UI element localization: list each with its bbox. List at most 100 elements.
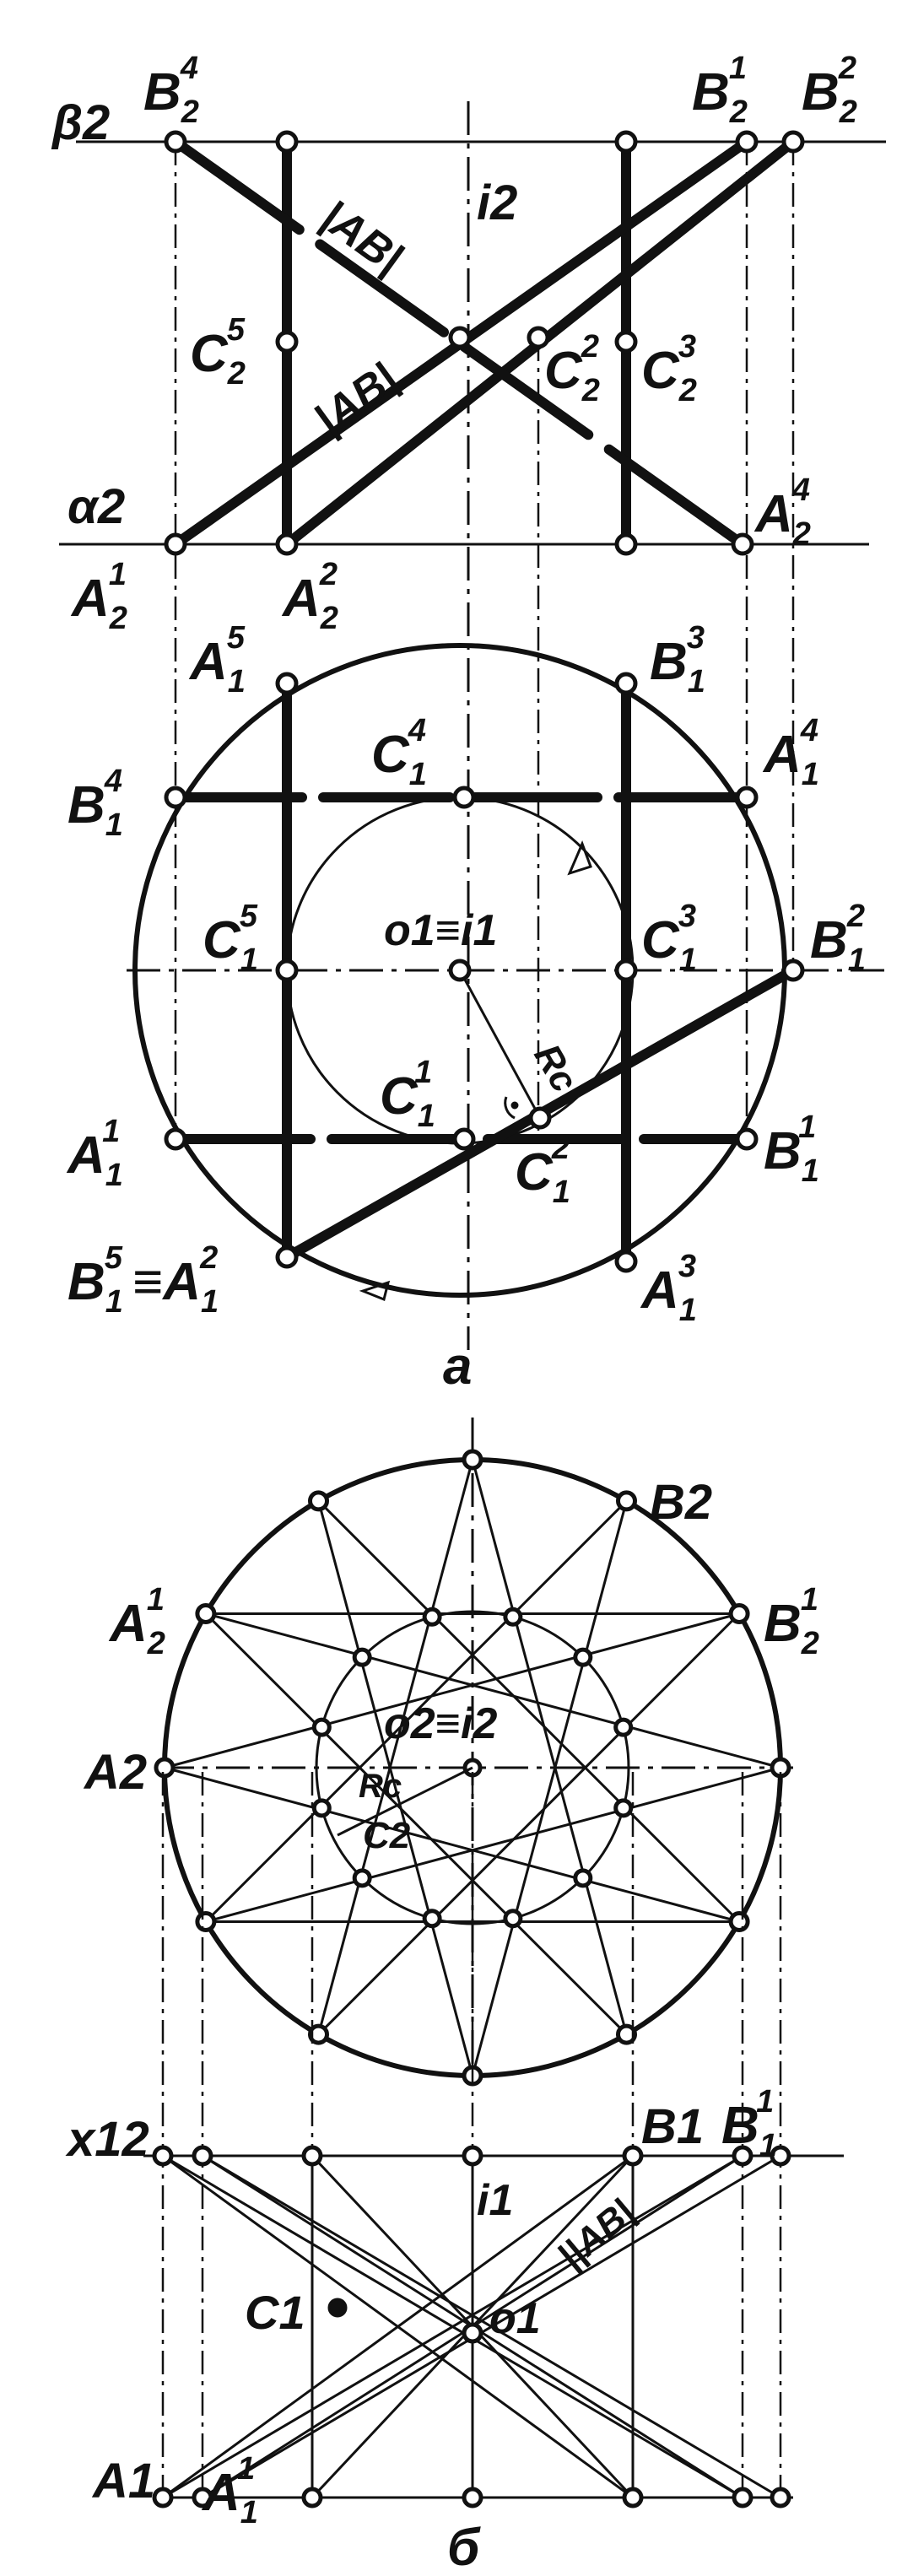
point-C2-2 <box>527 326 550 349</box>
right-angle-marker <box>504 1096 516 1120</box>
label-B1-4: B14 <box>68 764 123 843</box>
point-B2-4 <box>164 130 187 154</box>
point-A1-4 <box>735 786 759 809</box>
point-outer <box>154 1757 176 1779</box>
point-outer <box>195 1603 217 1624</box>
point-bottom-b <box>462 2487 483 2508</box>
alpha-plane-label: α2 <box>68 479 125 534</box>
figure-b-labels: B2 A21 B21 A2 o2≡i2 Rc C2 x12 B1 B11 i1 … <box>65 1475 819 2576</box>
point-top-b <box>462 2145 483 2167</box>
radius-rc-b <box>337 1766 473 1837</box>
label-A1-b: A1 <box>91 2454 155 2508</box>
point-A2-2 <box>275 532 299 556</box>
label-C2-5: C25 <box>190 312 246 392</box>
point-inner <box>573 1647 593 1667</box>
caption-b: б <box>447 2519 481 2576</box>
label-C1-b: C1 <box>245 2286 305 2339</box>
point-top-right <box>614 130 638 154</box>
point-top-b <box>622 2145 644 2167</box>
point-B2-2 <box>781 130 805 154</box>
label-o1-b: o1 <box>489 2294 541 2343</box>
point-B2-1 <box>735 130 759 154</box>
point-B1-3 <box>614 672 638 695</box>
label-A2-4: A24 <box>753 473 811 552</box>
point-C2-3 <box>614 330 638 354</box>
point-inner <box>352 1647 372 1667</box>
label-B1-1: B11 <box>764 1110 818 1189</box>
label-B2-1-b: B21 <box>764 1582 819 1661</box>
point-inner <box>422 1607 442 1627</box>
point-C2-5 <box>275 330 299 354</box>
label-A1-3: A13 <box>640 1249 697 1328</box>
rotation-arrow-outer <box>359 1280 391 1302</box>
point-bottom-right <box>614 532 638 556</box>
point-o1 <box>448 959 472 982</box>
point-inner <box>311 1717 332 1737</box>
star-chord <box>317 1499 741 1923</box>
label-A1-1-b: A11 <box>201 2451 257 2530</box>
point-A1-3 <box>614 1250 638 1273</box>
point-inner <box>573 1868 593 1888</box>
figure-b-front-view <box>143 1418 844 2508</box>
label-A2: A2 <box>83 1745 147 1800</box>
label-B1-5-equiv-A1-2: B15≡A12 <box>68 1240 219 1320</box>
beta-plane-label: β2 <box>51 95 110 150</box>
point-inner <box>503 1909 523 1929</box>
label-AB-mid: |AB| <box>306 354 406 445</box>
label-A1-4: A14 <box>762 713 819 792</box>
point-top-b <box>301 2145 323 2167</box>
point-center <box>448 326 472 349</box>
label-B1-3: B13 <box>650 620 705 699</box>
label-C1-3: C13 <box>641 899 697 978</box>
point-inner <box>503 1607 523 1627</box>
point-B1-2 <box>781 959 805 982</box>
point-inner <box>311 1798 332 1818</box>
point-C1-1 <box>452 1127 476 1151</box>
star-chord <box>204 1612 628 2036</box>
point-outer <box>462 1449 483 1471</box>
point-C1-5 <box>275 959 299 982</box>
point-bottom-b <box>152 2487 174 2508</box>
label-Rc-b: Rc <box>359 1768 402 1805</box>
label-B2-1: B21 <box>692 51 748 130</box>
point-B1-4 <box>164 786 187 809</box>
star-chord <box>471 1500 628 2076</box>
point-outer <box>308 2023 329 2045</box>
point-top-b <box>770 2145 791 2167</box>
right-angle-dot <box>510 1101 519 1110</box>
label-B1-b: B1 <box>641 2099 704 2154</box>
rotation-arrow-inner <box>567 840 592 876</box>
star-chord <box>204 1499 628 1923</box>
rod-b <box>162 2154 634 2499</box>
star-chord <box>317 1500 474 2076</box>
point-B1-1 <box>735 1127 759 1151</box>
caption-a: а <box>443 1337 472 1396</box>
point-bottom-b <box>622 2487 644 2508</box>
label-C2-2: C22 <box>544 329 600 408</box>
label-o2-i2: o2≡i2 <box>384 1699 497 1748</box>
point-top-left <box>275 130 299 154</box>
star-chord <box>317 1612 741 2036</box>
point-bottom-b <box>770 2487 791 2508</box>
point-outer <box>616 1490 637 1512</box>
label-o1-i1: o1≡i1 <box>384 906 497 955</box>
point-outer <box>728 1911 750 1932</box>
label-A2-1: A21 <box>108 1582 165 1661</box>
point-bottom-b <box>732 2487 753 2508</box>
point-top-b <box>192 2145 213 2167</box>
point-inner <box>352 1868 372 1888</box>
figure-a-top-view: A15 B13 B14 C14 A14 C15 o1≡i1 C13 B12 Rc… <box>66 620 886 1396</box>
point-A1-5 <box>275 672 299 695</box>
point-outer <box>728 1603 750 1624</box>
point-A1-1 <box>164 1127 187 1151</box>
point-inner <box>613 1798 634 1818</box>
point-C1-3 <box>614 959 638 982</box>
point-outer <box>308 1490 329 1512</box>
star-chord <box>317 1459 474 2035</box>
point-o1-b <box>462 2322 483 2344</box>
label-C1-5: C15 <box>203 899 258 978</box>
point-C1-b <box>327 2298 348 2318</box>
label-i1-b: i1 <box>477 2176 513 2225</box>
star-chord <box>164 1612 740 1769</box>
